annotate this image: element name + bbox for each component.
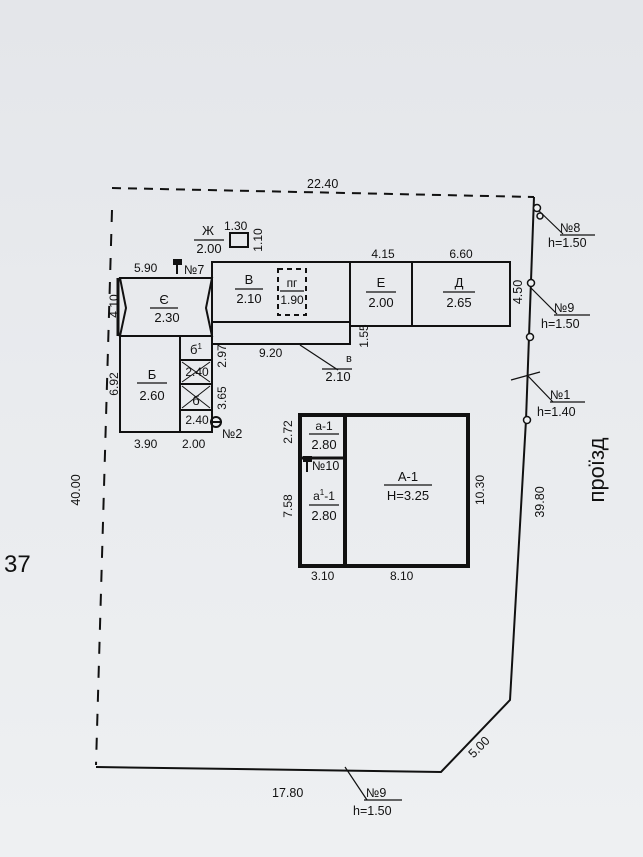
- pole-markers: [522, 203, 544, 425]
- b-hatch-2: [181, 361, 211, 383]
- tick-n1: [510, 371, 541, 381]
- side-297: 2.97: [215, 344, 229, 368]
- dim-bottom: 17.80: [272, 786, 303, 800]
- dim-left: 40.00: [69, 474, 83, 505]
- v-height: 2.10: [236, 291, 261, 306]
- e-height: 2.00: [368, 295, 393, 310]
- e-name: Е: [377, 275, 386, 290]
- n10-label: №10: [312, 459, 339, 473]
- a1-name: а-1: [315, 419, 333, 433]
- n9b-h: h=1.50: [353, 804, 392, 818]
- boundary-solid: [95, 196, 535, 774]
- side-155: 1.55: [357, 324, 371, 348]
- d-height: 2.65: [446, 295, 471, 310]
- pole-n9a-icon: [526, 278, 536, 288]
- a11-depth: 7.58: [281, 494, 295, 518]
- d-width: 6.60: [449, 247, 473, 261]
- leader-n9a: [530, 287, 558, 315]
- A1-width: 8.10: [390, 569, 414, 583]
- b1-height: 2.40: [185, 365, 209, 379]
- building-d: [411, 261, 511, 327]
- well-n2-icon: [210, 416, 222, 428]
- building-v: [211, 261, 351, 323]
- plot-boundary: [95, 187, 535, 774]
- street-label: проїзд: [584, 437, 609, 502]
- n9a-h: h=1.50: [541, 317, 580, 331]
- zh-height: 2.00: [196, 241, 221, 256]
- building-ye: [118, 277, 214, 337]
- n7-label: №7: [184, 263, 204, 277]
- b-width: 3.90: [134, 437, 158, 451]
- page-number: 37: [4, 551, 31, 578]
- building-v-lower: [211, 322, 351, 345]
- A1-name: А-1: [398, 469, 418, 484]
- dim-top: 22.40: [307, 177, 338, 191]
- building-pg: [277, 268, 307, 316]
- b-hatch-4: [181, 385, 211, 409]
- n1-h: h=1.40: [537, 405, 576, 419]
- ye-height: 2.30: [154, 310, 179, 325]
- utility-icons: [173, 259, 312, 472]
- b-small-height: 2.40: [185, 413, 209, 427]
- n9a-label: №9: [554, 301, 574, 315]
- A1-height: Н=3.25: [387, 488, 429, 503]
- building-e: [349, 261, 413, 327]
- n1-label: №1: [550, 388, 570, 402]
- tap-n7-icon: [173, 259, 182, 274]
- leader-v-lower: [299, 344, 339, 371]
- A1-depth: 10.30: [473, 475, 487, 505]
- building-labels: Є 2.30 5.90 4.10 Ж 2.00 1.30 1.10 В 2.10…: [107, 219, 487, 583]
- building-zh: [229, 232, 249, 248]
- pole-n8b-icon: [536, 212, 544, 220]
- pg-height: 1.90: [280, 293, 304, 307]
- dim-diagonal: 5.00: [466, 734, 493, 761]
- pole-n1-icon: [522, 415, 532, 425]
- v-lower-name: в: [346, 353, 352, 365]
- ye-name: Є: [159, 292, 168, 307]
- leader-n9b: [344, 766, 368, 801]
- pole-mid-icon: [525, 332, 535, 342]
- fraction-bars: [137, 239, 475, 506]
- a1-depth: 2.72: [281, 420, 295, 444]
- marker-labels: №7 №8 h=1.50 №9 h=1.50 №1 h=1.40 №2 №10 …: [184, 221, 587, 818]
- b-depth: 6.92: [107, 372, 121, 396]
- a1-height: 2.80: [311, 437, 336, 452]
- ye-depth: 4.10: [107, 294, 121, 318]
- pole-n8-icon: [532, 203, 542, 213]
- side-365: 3.65: [215, 386, 229, 410]
- b1-name: б1: [190, 342, 202, 357]
- tap-n10-icon: [303, 456, 312, 472]
- a11-height: 2.80: [311, 508, 336, 523]
- dim-right-lower: 39.80: [533, 486, 547, 517]
- building-A1: [298, 413, 470, 568]
- e-width: 4.15: [371, 247, 395, 261]
- a11-name: а1-1: [313, 488, 335, 503]
- b-name: Б: [148, 367, 157, 382]
- ye-width: 5.90: [134, 261, 158, 275]
- n8-h: h=1.50: [548, 236, 587, 250]
- n8-label: №8: [560, 221, 580, 235]
- boundary-left: [95, 209, 113, 766]
- v-lower-width: 9.20: [259, 346, 283, 360]
- zh-name: Ж: [202, 223, 214, 238]
- zh-w1: 1.30: [224, 219, 248, 233]
- boundary-top: [111, 187, 535, 198]
- b-small-width: 2.00: [182, 437, 206, 451]
- b-small-name: б: [192, 393, 199, 408]
- zh-w2: 1.10: [251, 228, 265, 252]
- n9b-label: №9: [366, 786, 386, 800]
- v-name: В: [245, 272, 254, 287]
- leader-n8: [535, 207, 564, 235]
- building-b: [119, 335, 181, 433]
- leader-n1: [527, 375, 554, 403]
- n2-label: №2: [222, 427, 242, 441]
- dim-right-upper: 4.50: [511, 280, 525, 304]
- b-height: 2.60: [139, 388, 164, 403]
- a11-width: 3.10: [311, 569, 335, 583]
- v-lower-height: 2.10: [325, 369, 350, 384]
- pg-name: пг: [287, 276, 298, 290]
- d-name: Д: [455, 275, 464, 290]
